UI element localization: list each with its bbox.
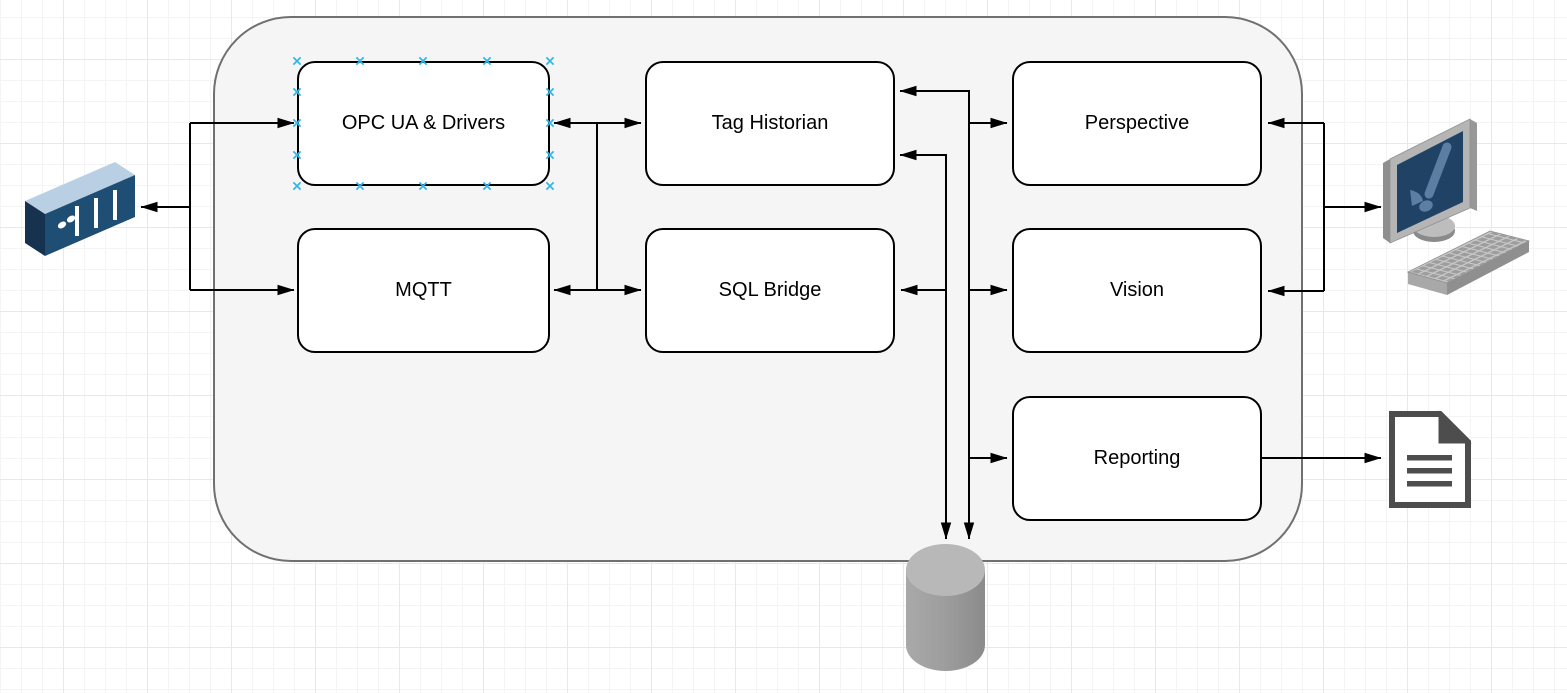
node-label-sql-bridge: SQL Bridge — [718, 279, 822, 301]
node-label-reporting: Reporting — [1093, 447, 1181, 469]
node-label-opc-ua-drivers: OPC UA & Drivers — [341, 112, 506, 134]
node-reporting[interactable]: Reporting — [1012, 396, 1262, 521]
screen-logo-icon — [1410, 142, 1452, 212]
node-opc-ua-drivers[interactable]: OPC UA & Drivers — [297, 61, 550, 186]
monitor-screen — [1397, 131, 1463, 233]
database-icon[interactable] — [906, 544, 986, 671]
node-label-perspective: Perspective — [1084, 112, 1190, 134]
monitor-stand — [1413, 220, 1455, 242]
report-document-icon[interactable] — [1389, 410, 1472, 508]
node-label-tag-historian: Tag Historian — [711, 112, 829, 134]
document-text-lines — [1407, 455, 1452, 487]
node-perspective[interactable]: Perspective — [1012, 61, 1262, 186]
node-vision[interactable]: Vision — [1012, 228, 1262, 353]
node-label-vision: Vision — [1109, 279, 1165, 301]
node-label-mqtt: MQTT — [395, 279, 452, 301]
node-tag-historian[interactable]: Tag Historian — [645, 61, 895, 186]
keyboard-icon — [1406, 230, 1531, 295]
workstation-icon[interactable] — [1383, 118, 1531, 295]
node-mqtt[interactable]: MQTT — [297, 228, 550, 353]
node-sql-bridge[interactable]: SQL Bridge — [645, 228, 895, 353]
monitor-frame — [1389, 118, 1471, 244]
plc-icon[interactable] — [25, 162, 135, 256]
